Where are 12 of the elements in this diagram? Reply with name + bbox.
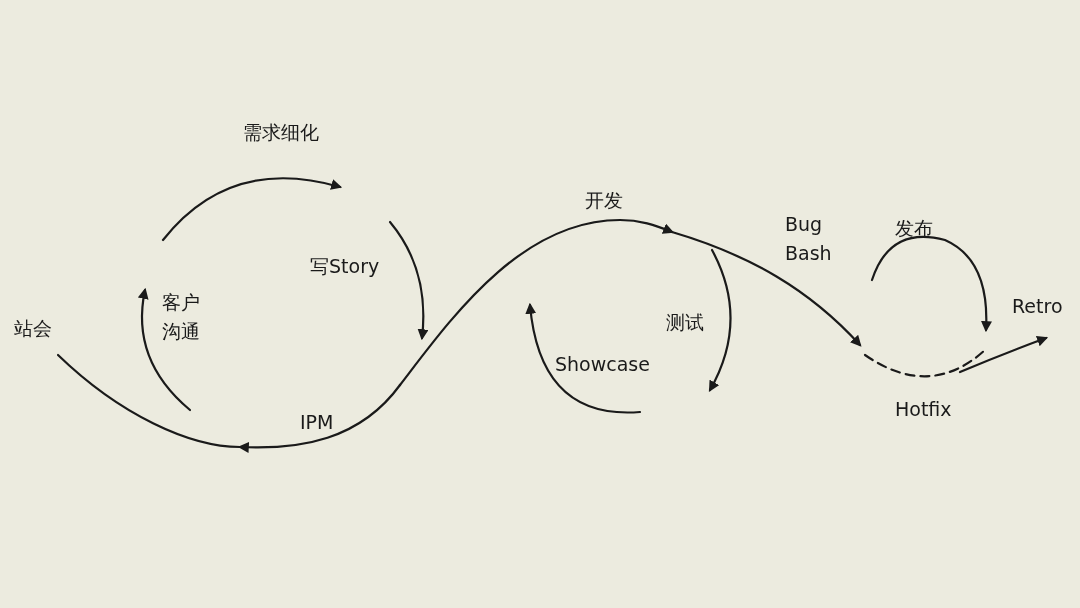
step-label: Bug Bash (785, 212, 831, 266)
step-label: Hotfix (895, 397, 952, 422)
step-label: 需求细化 (243, 120, 319, 145)
step-label: 写Story (310, 254, 380, 279)
step-label: 站会 (14, 316, 52, 341)
step-label: 开发 (585, 188, 623, 213)
step-label: 测试 (666, 310, 704, 335)
step-label: 客户沟通 (162, 290, 201, 344)
step-label: Retro (1012, 294, 1063, 319)
step-label: IPM (300, 410, 334, 435)
step-label: Showcase (555, 352, 650, 377)
step-label: 发布 (895, 216, 933, 241)
